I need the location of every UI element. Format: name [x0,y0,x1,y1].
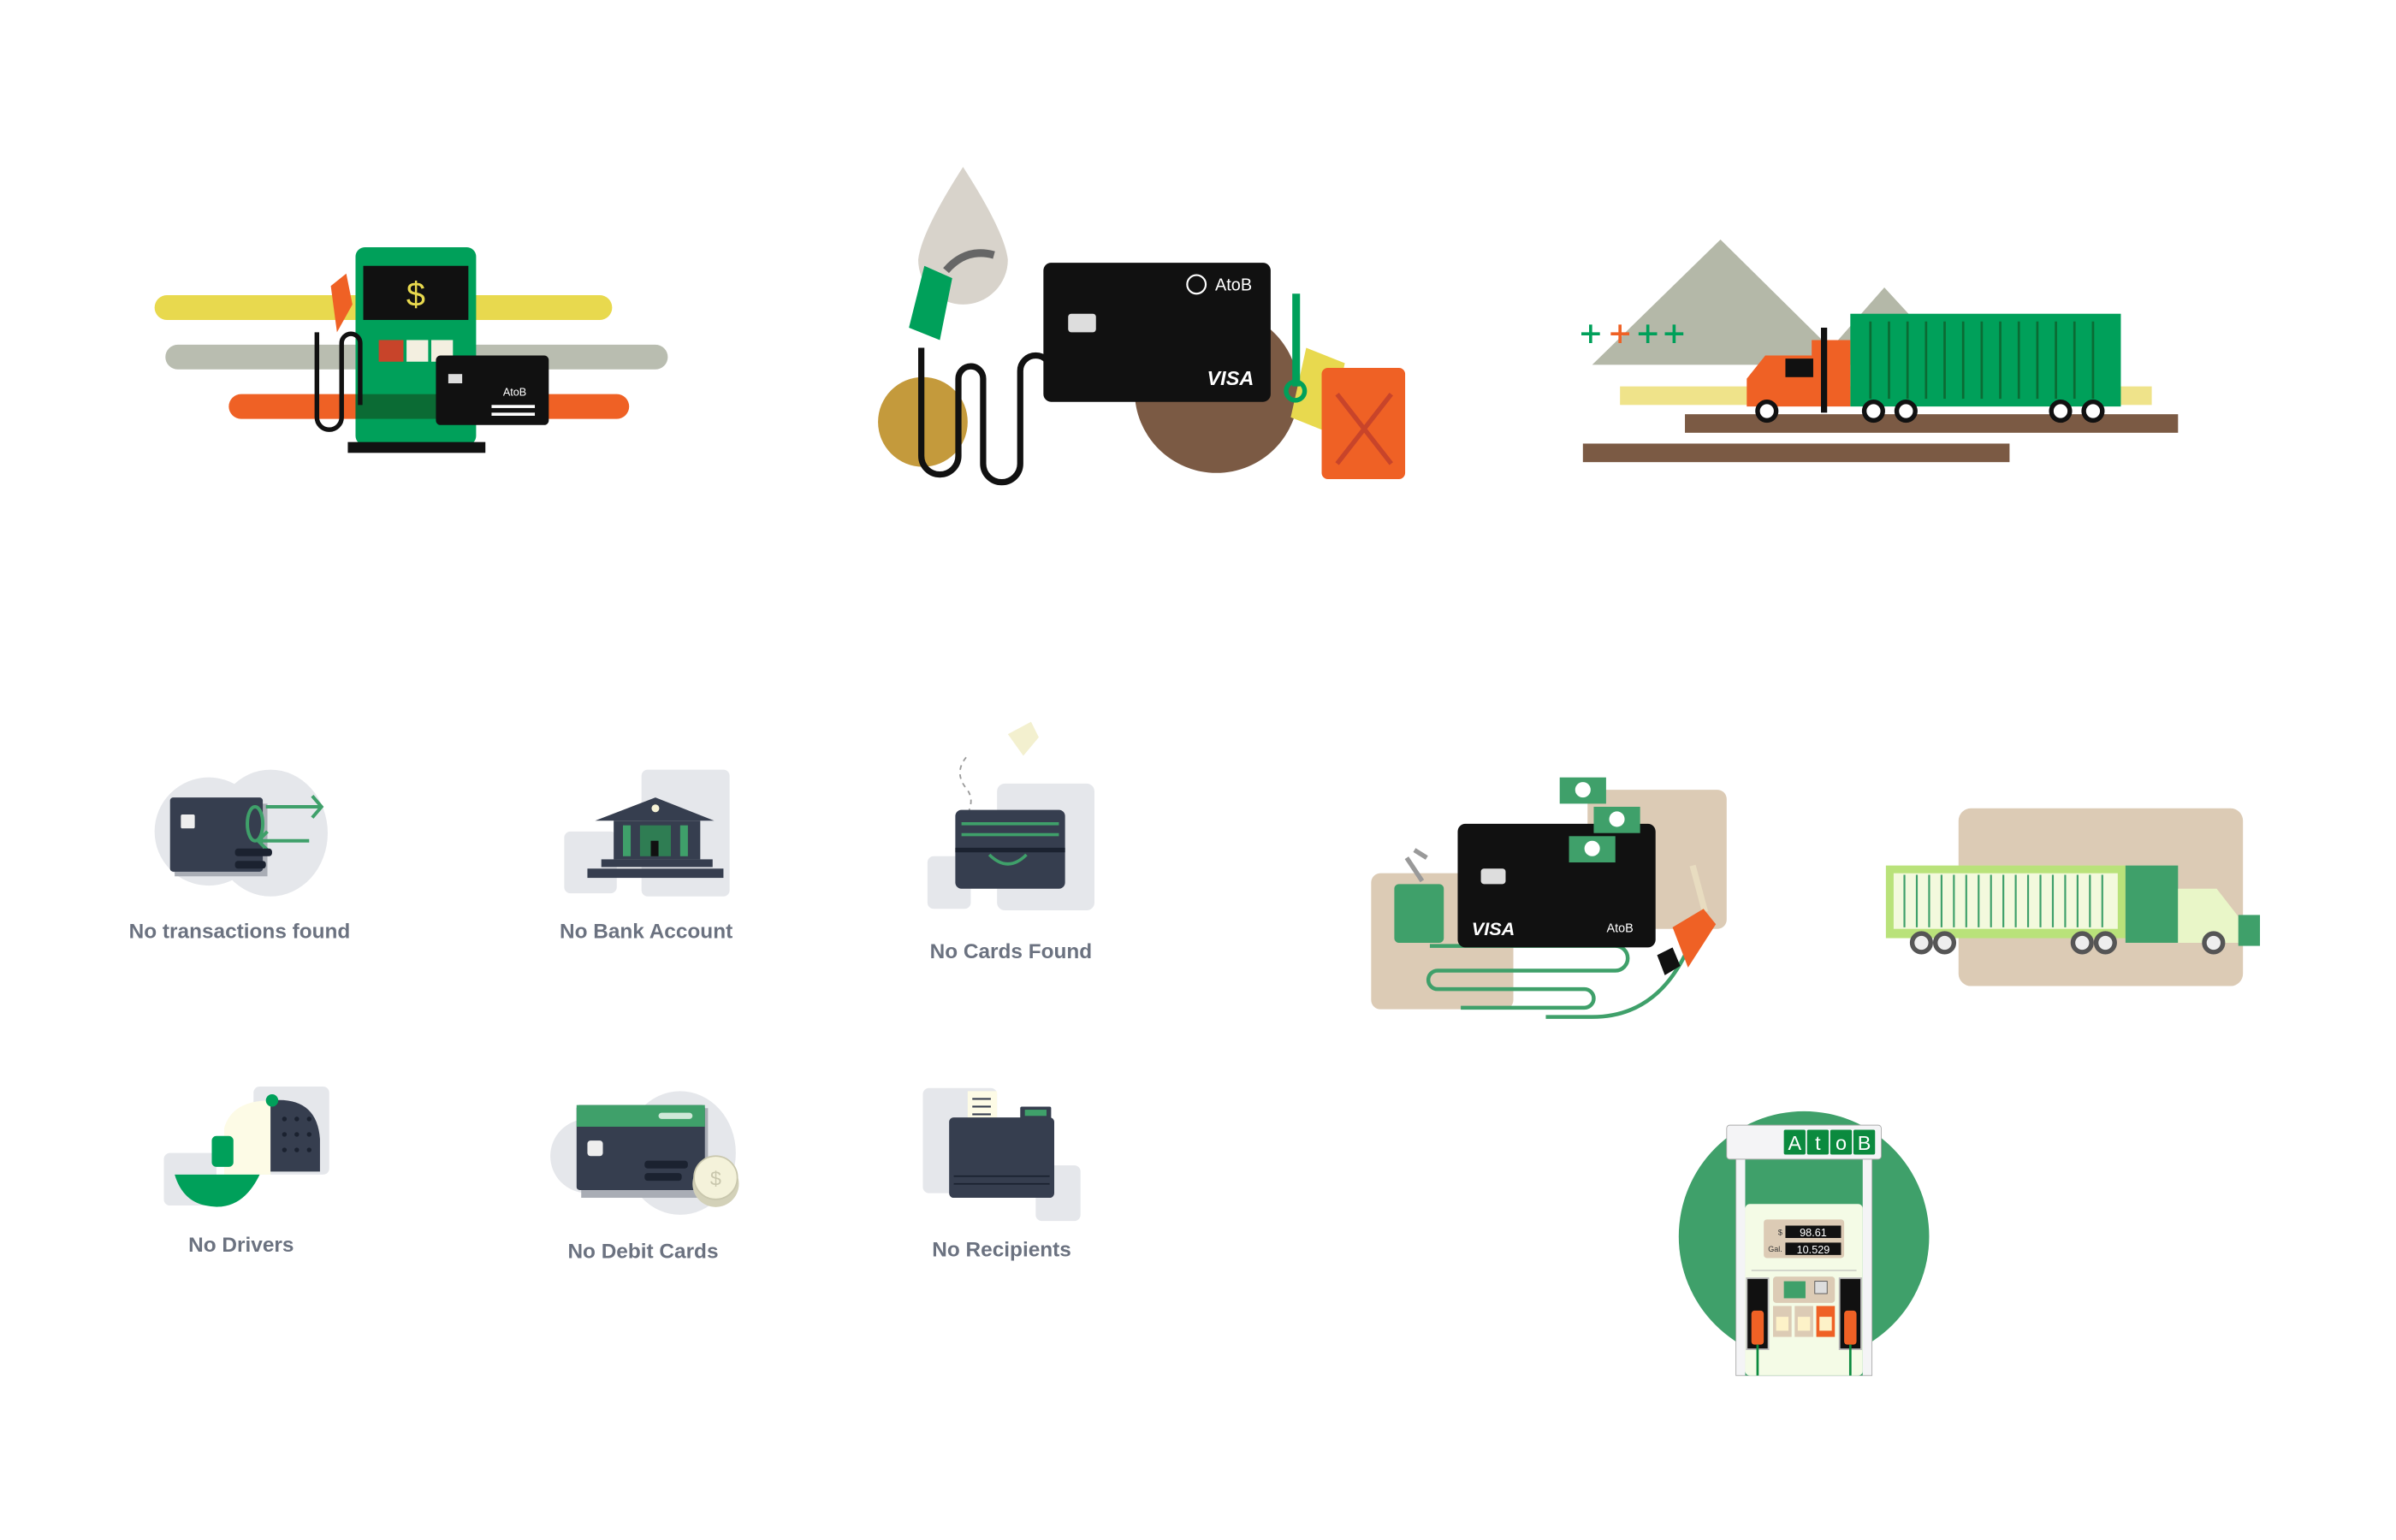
fuel-nozzle-icon [1672,909,1717,968]
empty-state-no-drivers: No Drivers [163,1086,329,1257]
truck-cab [2178,888,2239,943]
empty-state-label: No Debit Cards [567,1240,718,1263]
jerry-can-icon [1394,884,1444,943]
svg-text:B: B [1858,1132,1871,1154]
empty-state-label: No Bank Account [560,921,732,944]
pump-screen-dollar: $ [406,276,425,314]
empty-state-label: No Drivers [188,1234,294,1257]
card-brand-text: AtoB [1215,276,1252,295]
empty-state-no-bank-account: No Bank Account [560,769,732,944]
empty-state-no-cards: No Cards Found [927,721,1094,963]
cash-bills-icon [1559,777,1640,863]
card-fuel-illustration: AtoB VISA [878,167,1406,486]
pump-gallon-value: 10.529 [1797,1244,1830,1256]
visa-logo: VISA [1207,367,1254,389]
coin-dollar: $ [710,1168,721,1190]
atob-gas-pump-illustration: A t o B $ 98.61 Gal. 10.529 [1678,1111,1930,1377]
svg-text:t: t [1815,1132,1821,1154]
card-brand-text: AtoB [1607,921,1634,935]
fuel-nozzle-icon [1751,1310,1764,1345]
fuel-pump-illustration: $ AtoB [154,247,668,453]
empty-state-no-debit-cards: $ No Debit Cards [550,1091,739,1263]
trailer [1850,313,2121,407]
empty-state-label: No transactions found [129,921,351,944]
empty-state-label: No Recipients [932,1239,1071,1262]
truck-landscape-illustration [1581,240,2179,463]
fuel-nozzle-icon [1844,1310,1857,1345]
pump-dollar-value: 98.61 [1800,1227,1827,1239]
green-truck-illustration [1885,808,2261,986]
visa-logo: VISA [1472,918,1515,939]
folder-receipt-icon [949,1117,1054,1199]
card-money-illustration: VISA AtoB [1371,777,1727,1019]
fuel-nozzle-icon [909,265,952,341]
svg-text:o: o [1836,1132,1847,1154]
svg-text:Gal.: Gal. [1768,1245,1782,1253]
svg-text:A: A [1788,1132,1801,1154]
empty-state-label: No Cards Found [930,940,1093,963]
svg-text:$: $ [1778,1228,1782,1236]
empty-state-no-transactions: No transactions found [129,769,351,944]
atob-visa-card [1043,263,1271,402]
pump-sign-letters: A t o B [1783,1129,1876,1155]
card-brand-text: AtoB [503,386,526,398]
empty-state-no-recipients: No Recipients [922,1087,1081,1262]
